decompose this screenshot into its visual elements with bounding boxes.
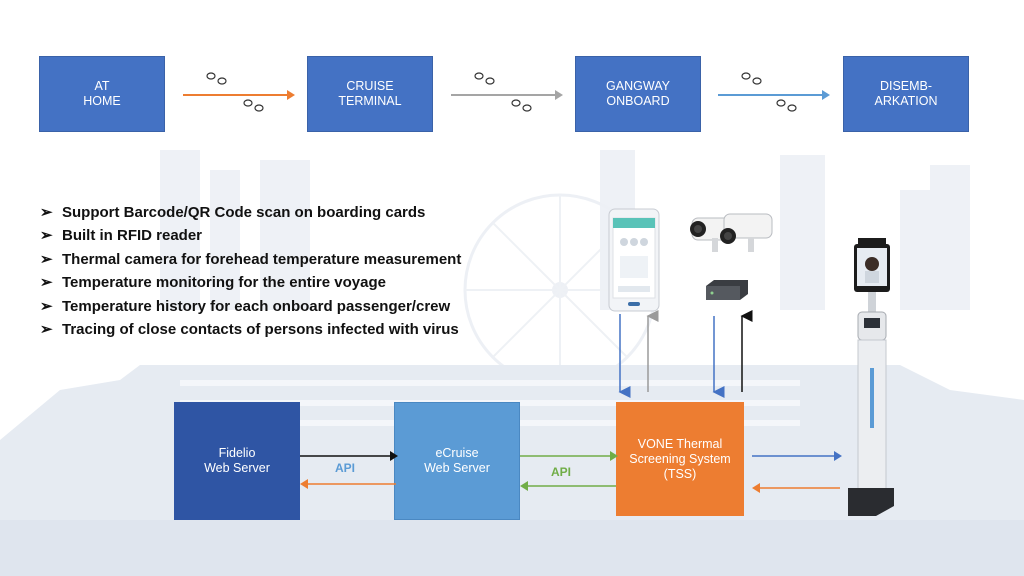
face-scanner-kiosk-icon	[848, 238, 894, 516]
flow-step-cruise-terminal: CRUISE TERMINAL	[307, 56, 433, 132]
feature-item: ➢Support Barcode/QR Code scan on boardin…	[40, 204, 426, 221]
fidelio-web-server: Fidelio Web Server	[174, 402, 300, 520]
footprints-icon	[741, 72, 762, 85]
thermal-camera-icon	[690, 213, 773, 252]
mobile-terminal-icon	[608, 208, 660, 312]
footprints-icon	[474, 72, 495, 85]
feature-list: ➢Support Barcode/QR Code scan on boardin…	[40, 201, 461, 341]
flow-arrow-2	[451, 90, 563, 100]
device-connectors	[618, 310, 753, 398]
flow-arrow-1	[183, 90, 295, 100]
feature-item: ➢Tracing of close contacts of persons in…	[40, 321, 459, 339]
feature-item: ➢Built in RFID reader	[40, 227, 203, 245]
api-arrows-left	[300, 451, 398, 489]
ecruise-web-server: eCruise Web Server	[394, 402, 520, 520]
feature-item: ➢Thermal camera for forehead temperature…	[40, 250, 462, 268]
nvr-box-icon	[706, 280, 748, 300]
api-label-left: API	[335, 461, 356, 475]
feature-item: ➢Temperature monitoring for the entire v…	[40, 274, 386, 292]
footprints-icon	[206, 72, 227, 85]
vone-thermal-screening-system: VONE Thermal Screening System (TSS)	[616, 402, 744, 516]
api-label-right: API	[551, 465, 572, 479]
footprints-icon	[243, 99, 264, 112]
flow-step-gangway-onboard: GANGWAY ONBOARD	[575, 56, 701, 132]
footprints-icon	[776, 99, 797, 112]
footprints-icon	[511, 99, 532, 112]
feature-item: ➢Temperature history for each onboard pa…	[40, 297, 451, 315]
api-arrows-right	[520, 451, 618, 491]
flow-step-disembarkation: DISEMB- ARKATION	[843, 56, 969, 132]
flow-arrow-3	[718, 90, 830, 100]
tss-kiosk-arrows	[752, 451, 842, 493]
flow-step-at-home: AT HOME	[39, 56, 165, 132]
